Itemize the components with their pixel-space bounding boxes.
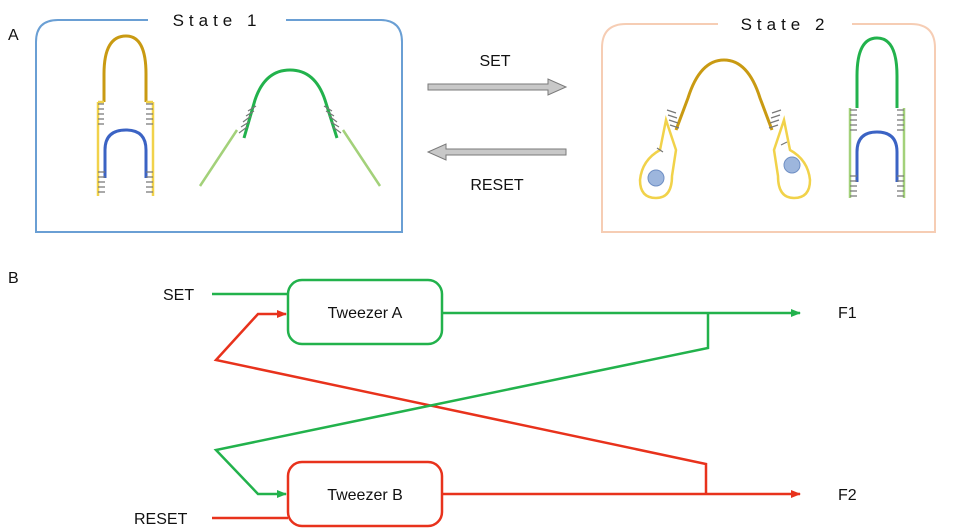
tweezer-b-label: Tweezer B bbox=[327, 487, 403, 504]
input-reset-label: RESET bbox=[134, 511, 188, 528]
state-1-box: State 1 bbox=[35, 11, 403, 233]
tweezer-a-label: Tweezer A bbox=[328, 305, 403, 322]
set-arrow-label: SET bbox=[479, 53, 510, 70]
state-1-closed-tweezer bbox=[96, 34, 155, 196]
state-1-title: State 1 bbox=[173, 11, 262, 30]
reset-arrow-label: RESET bbox=[470, 177, 524, 194]
reset-signal-lines bbox=[212, 310, 801, 520]
set-signal-lines bbox=[212, 292, 801, 498]
reset-arrow: RESET bbox=[426, 143, 567, 194]
panel-a-label: A bbox=[8, 27, 19, 44]
state-2-closed-tweezer bbox=[848, 36, 906, 198]
tweezer-a-node: Tweezer A bbox=[286, 278, 444, 346]
set-arrow: SET bbox=[427, 53, 568, 96]
state-1-open-tweezer bbox=[198, 68, 382, 187]
input-set-label: SET bbox=[163, 287, 194, 304]
state-2-title: State 2 bbox=[741, 15, 830, 34]
state-2-box: State 2 bbox=[601, 15, 936, 233]
tweezer-b-node: Tweezer B bbox=[286, 460, 444, 528]
panel-b-label: B bbox=[8, 270, 19, 287]
output-f2-label: F2 bbox=[838, 487, 857, 504]
output-f1-label: F1 bbox=[838, 305, 857, 322]
state-2-open-tweezer bbox=[638, 58, 812, 200]
